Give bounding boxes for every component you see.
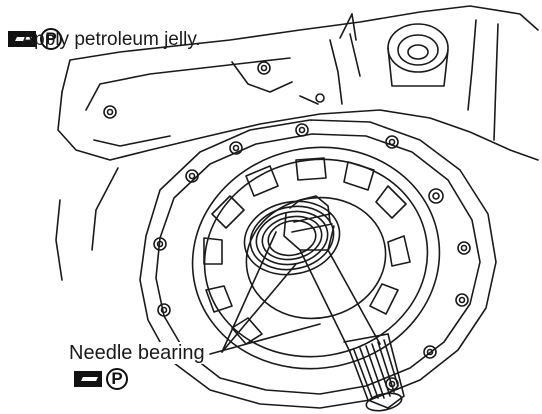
case-bolts	[103, 61, 325, 119]
needle-bearing-symbol: P	[74, 368, 130, 390]
case-port	[387, 23, 449, 87]
case-flange	[139, 119, 497, 409]
petroleum-jelly-symbol: P	[40, 28, 62, 50]
input-shaft	[283, 195, 405, 412]
case-housing	[55, 5, 539, 281]
needle-bearing	[243, 200, 341, 276]
legend-text: : Apply petroleum jelly.	[12, 28, 201, 50]
legend: P : Apply petroleum jelly.	[8, 26, 201, 52]
grease-applicator-icon	[8, 31, 36, 47]
grease-applicator-icon	[74, 371, 102, 387]
flange-bolts	[153, 123, 471, 391]
leader-lines	[209, 13, 357, 355]
oil-pump	[191, 146, 441, 370]
needle-bearing-label: Needle bearing	[67, 342, 208, 364]
petroleum-jelly-symbol: P	[106, 368, 128, 390]
